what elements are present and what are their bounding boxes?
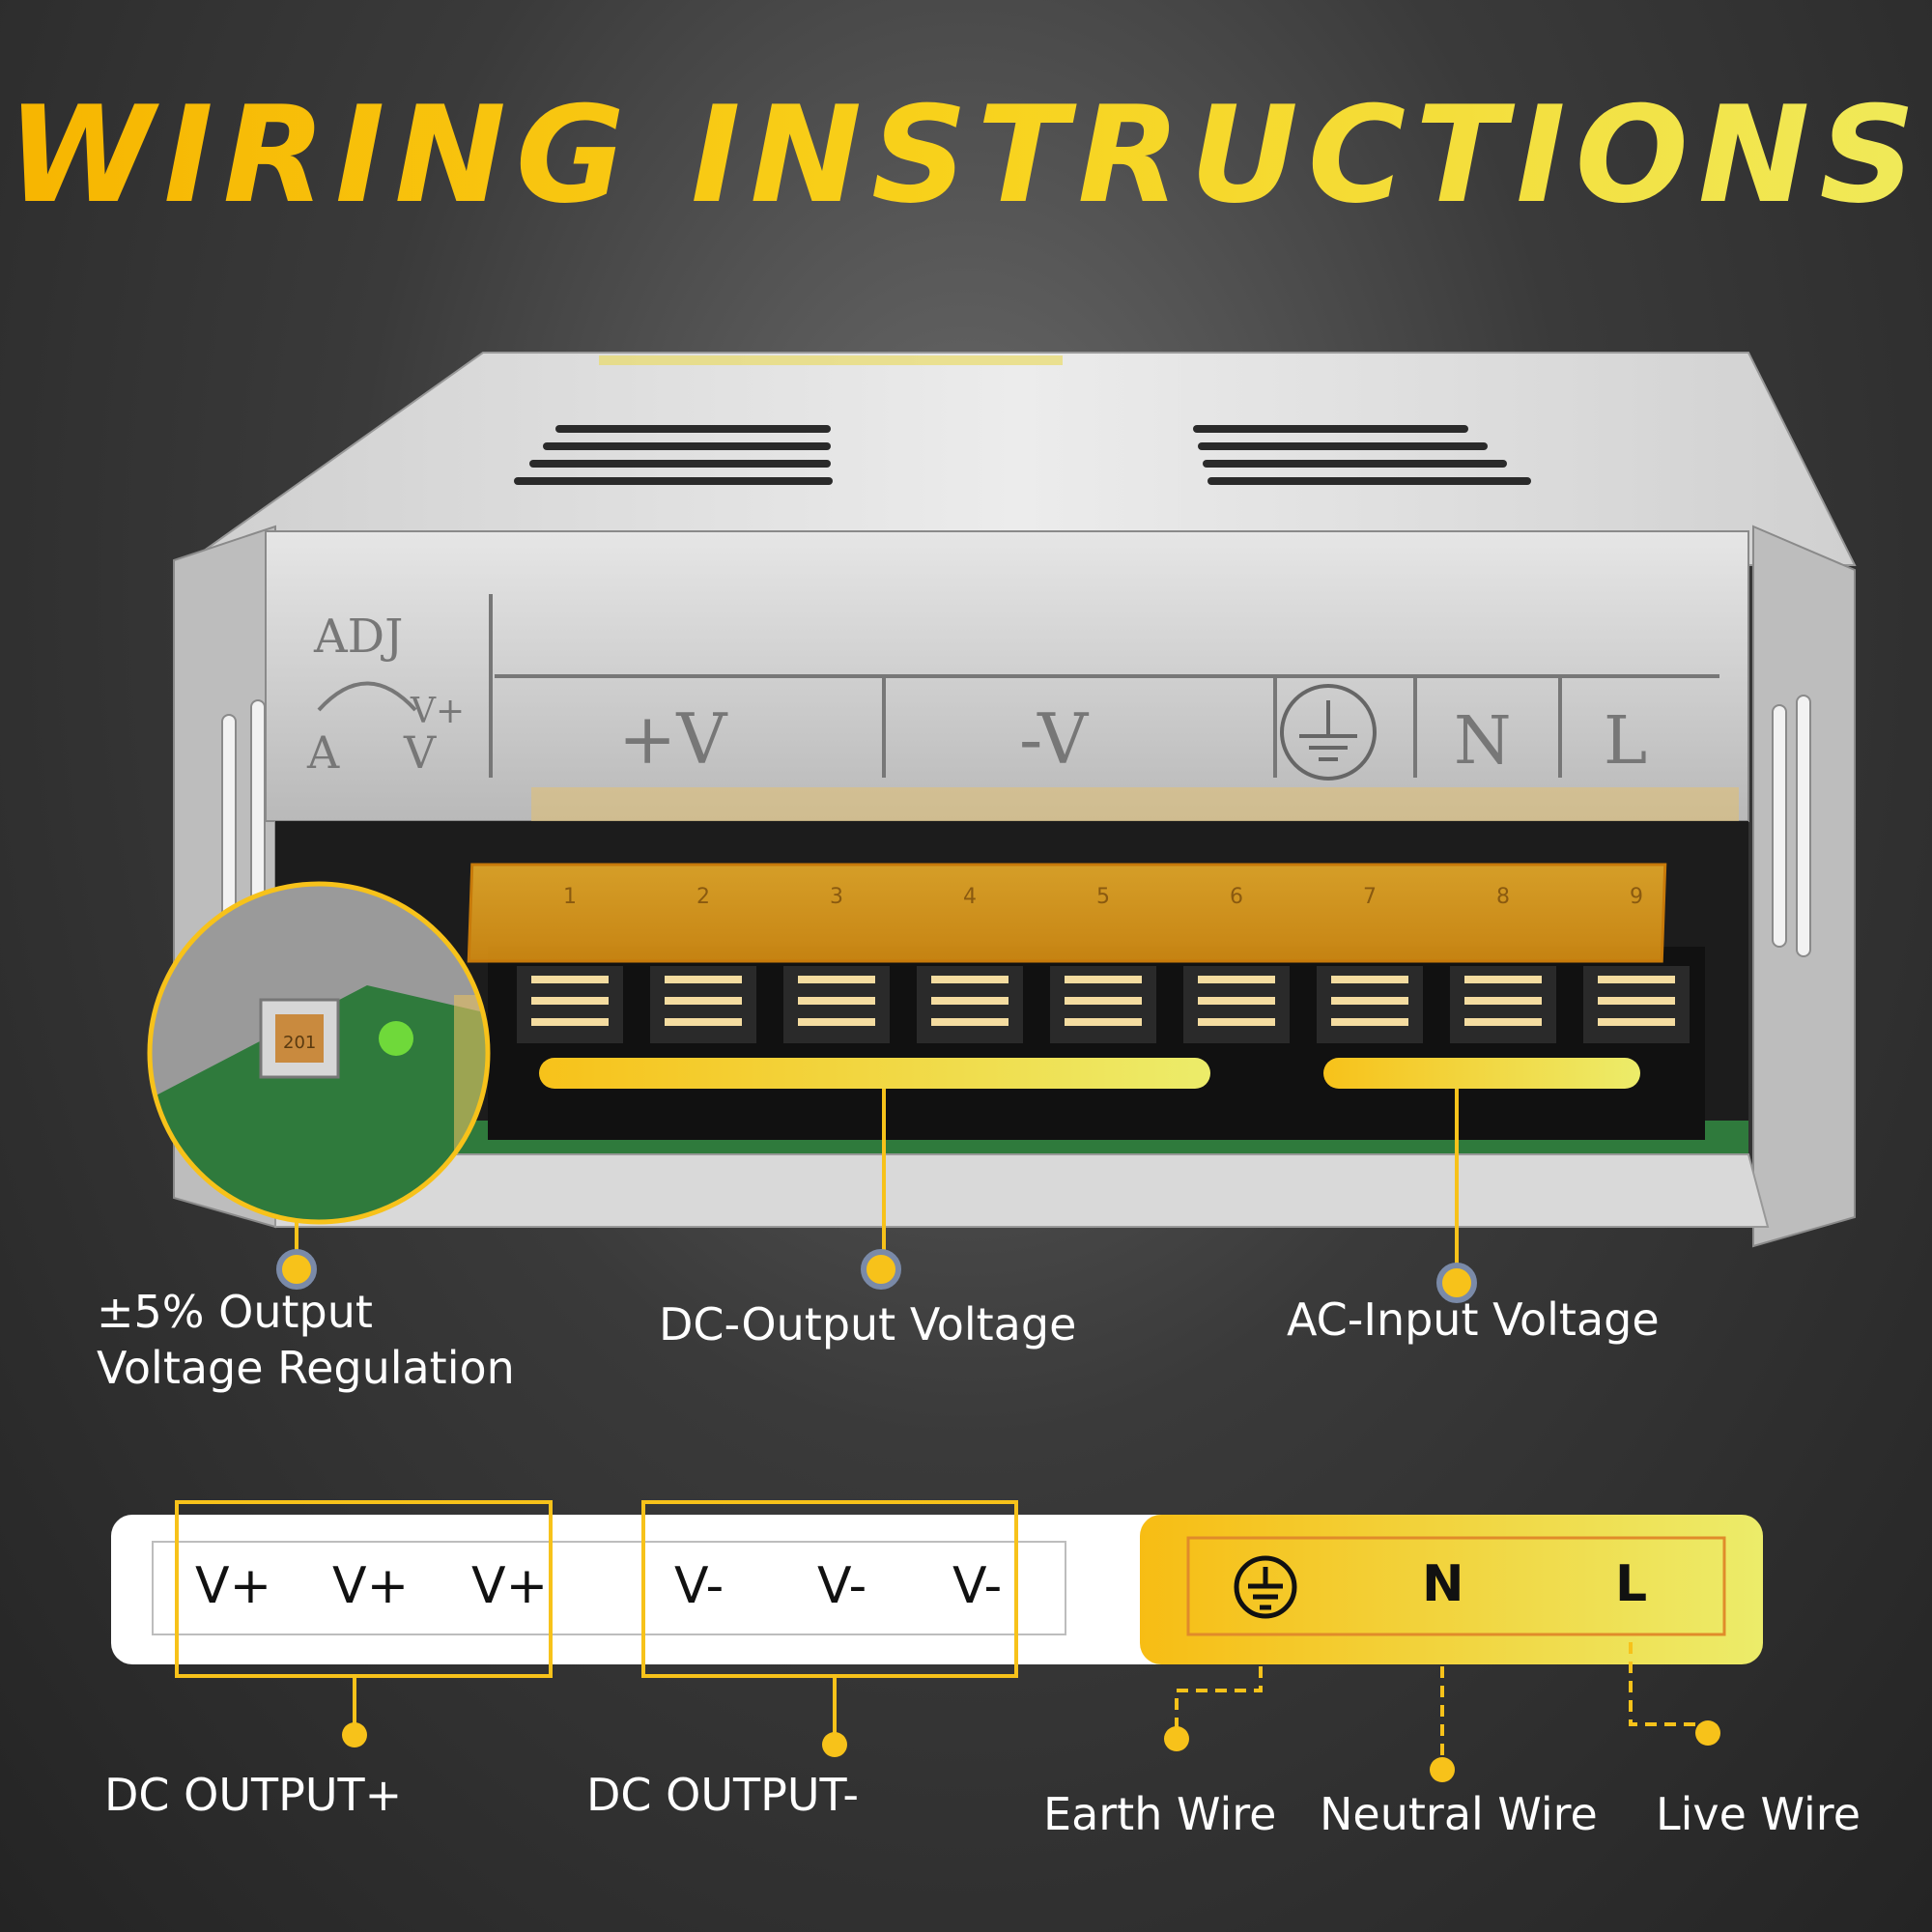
dc-plus-group-box: [175, 1500, 553, 1678]
terminal-screw: [1583, 966, 1690, 1043]
page-title: WIRING INSTRUCTIONS: [0, 77, 1932, 233]
neutral-dot: [1430, 1757, 1455, 1782]
earth-dot: [1164, 1726, 1189, 1751]
regulation-line1: ±5% Output: [97, 1286, 373, 1338]
v-minus-2: V-: [817, 1557, 867, 1615]
terminal-block: 1 2 3 4 5 6 7 8 9: [467, 863, 1705, 1140]
terminal-screw: [1183, 966, 1290, 1043]
psu-vents: [514, 425, 1531, 485]
terminal-number: 2: [696, 885, 710, 909]
dc-output-minus-label: DC OUTPUT-: [586, 1769, 860, 1821]
earth-wire-label: Earth Wire: [1043, 1788, 1277, 1840]
terminal-screw: [650, 966, 756, 1043]
strip-yellow: [1140, 1515, 1763, 1664]
v-minus-3: V-: [952, 1557, 1003, 1615]
adj-label: ADJ: [313, 610, 403, 664]
terminal-screw: [1450, 966, 1556, 1043]
v-plus-1: V+: [195, 1557, 272, 1615]
strip-white: [111, 1515, 1203, 1664]
terminal-number: 9: [1630, 885, 1643, 909]
minus-v-label: -V: [1019, 698, 1090, 780]
live-dot: [1695, 1720, 1720, 1746]
adj-vplus-label: V+: [410, 692, 465, 731]
v-plus-2: V+: [332, 1557, 410, 1615]
regulation-callout: ±5% Output Voltage Regulation: [97, 1285, 515, 1396]
dc-output-dot: [861, 1249, 901, 1290]
n-label: N: [1454, 703, 1512, 780]
adj-v-label: V: [403, 726, 437, 779]
terminal-number: 4: [963, 885, 977, 909]
dc-output-plus-label: DC OUTPUT+: [104, 1769, 403, 1821]
terminal-number: 6: [1230, 885, 1243, 909]
terminal-number: 8: [1496, 885, 1510, 909]
dc-output-voltage-label: DC-Output Voltage: [659, 1298, 1077, 1350]
terminal-number: 5: [1096, 885, 1110, 909]
adj-a-label: A: [306, 726, 340, 779]
terminal-screw: [517, 966, 623, 1043]
terminal-screw: [1317, 966, 1423, 1043]
plus-v-label: +V: [618, 698, 728, 780]
l-label: L: [1604, 703, 1647, 780]
dc-minus-dot: [822, 1732, 847, 1757]
terminal-number: 7: [1363, 885, 1377, 909]
adjustment-inset: 201: [147, 881, 491, 1265]
terminal-number: 3: [830, 885, 843, 909]
ac-input-voltage-label: AC-Input Voltage: [1287, 1293, 1660, 1346]
v-minus-1: V-: [674, 1557, 724, 1615]
earth-symbol-engraved: [1280, 684, 1377, 781]
regulation-line2: Voltage Regulation: [97, 1341, 515, 1394]
ac-input-bar: [1323, 1058, 1640, 1089]
live-wire-label: Live Wire: [1656, 1788, 1861, 1840]
n-terminal: N: [1422, 1555, 1464, 1613]
neutral-wire-label: Neutral Wire: [1320, 1788, 1598, 1840]
terminal-screw: [783, 966, 890, 1043]
psu-top-panel: [180, 352, 1857, 566]
dc-output-bar: [539, 1058, 1210, 1089]
pot-label: 201: [283, 1033, 316, 1053]
terminal-screw: [917, 966, 1023, 1043]
terminal-screw: [1050, 966, 1156, 1043]
v-plus-3: V+: [471, 1557, 549, 1615]
l-terminal: L: [1615, 1555, 1648, 1613]
earth-icon: [1234, 1555, 1297, 1619]
dc-plus-dot: [342, 1722, 367, 1747]
regulation-dot: [276, 1249, 317, 1290]
terminal-number: 1: [563, 885, 577, 909]
dc-minus-group-box: [641, 1500, 1018, 1678]
ac-input-dot: [1436, 1263, 1477, 1303]
